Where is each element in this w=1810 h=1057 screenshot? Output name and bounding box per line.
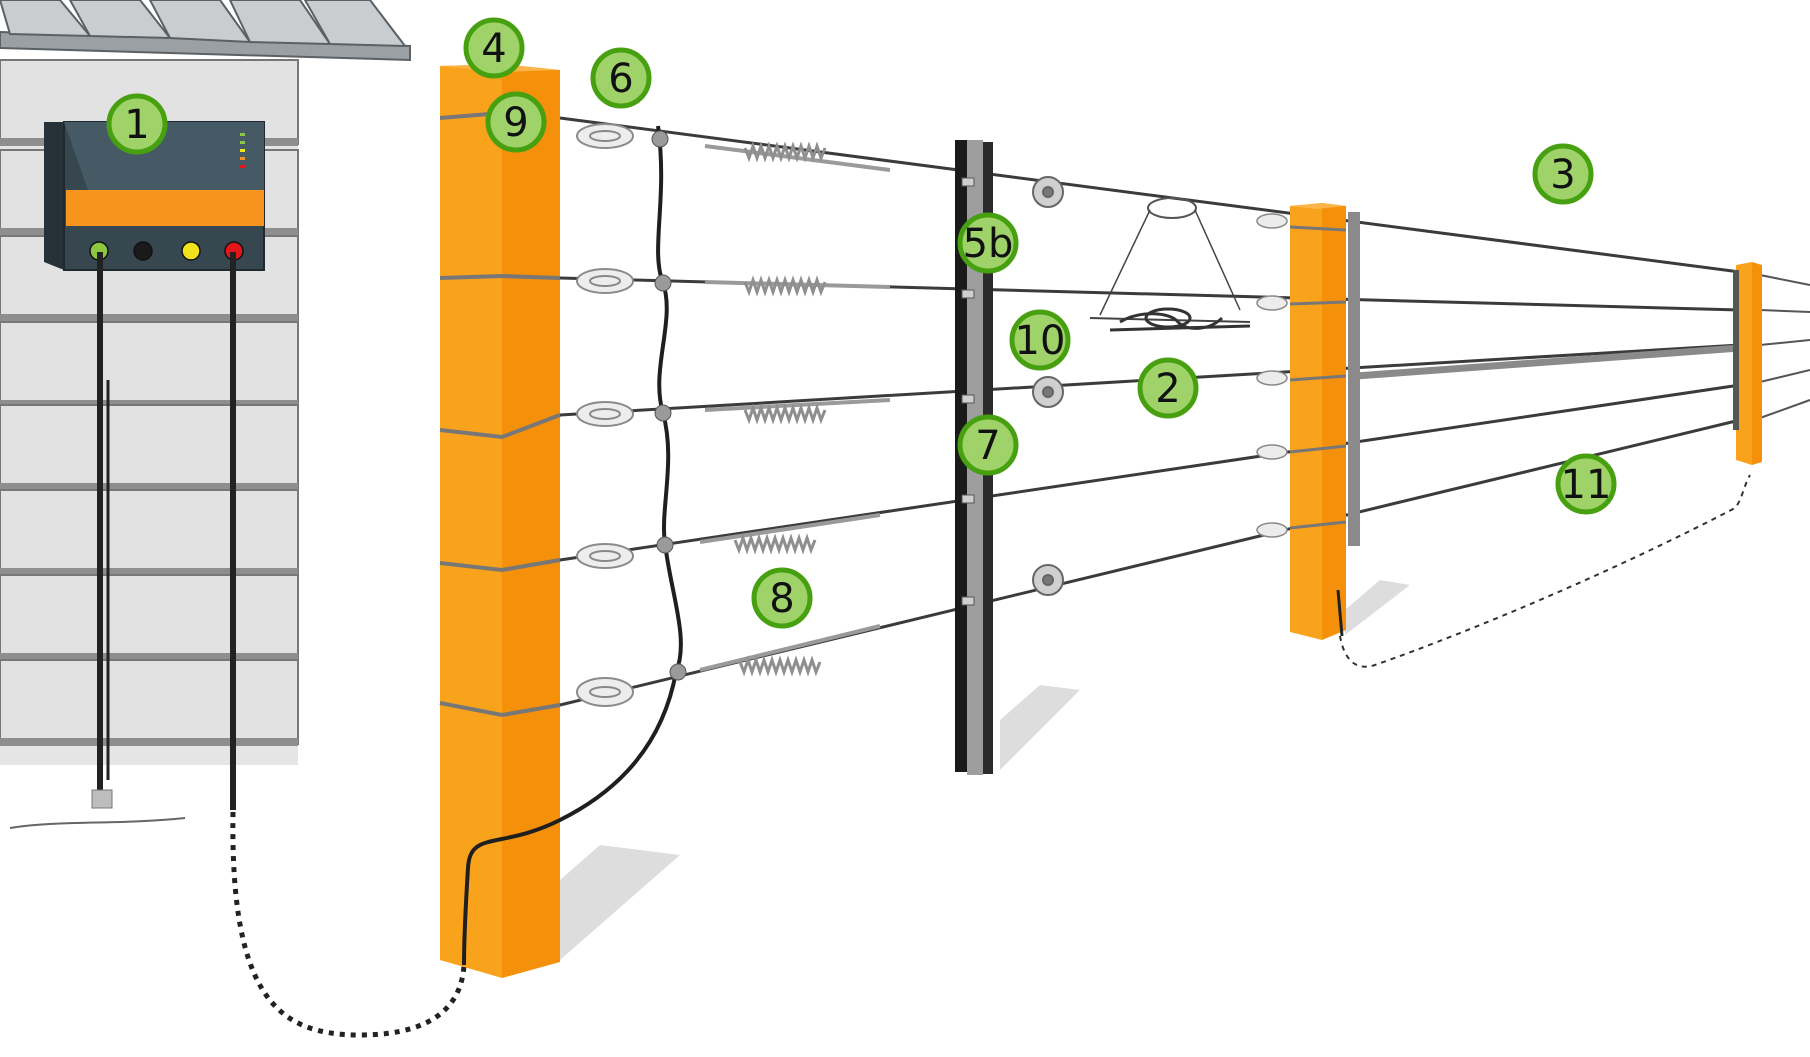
callout-end-post: 4 [463, 17, 525, 79]
led-indicators [89, 241, 244, 261]
end-post [439, 64, 561, 978]
callout-number: 7 [975, 423, 1000, 469]
callout-number: 11 [1561, 462, 1612, 508]
callout-number: 3 [1550, 152, 1575, 198]
ground-return-wire [1339, 474, 1751, 668]
brace-rod [1355, 344, 1741, 380]
callout-number: 2 [1155, 366, 1180, 412]
callout-number: 6 [608, 56, 633, 102]
callout-wire-top: 9 [485, 91, 547, 153]
callout-number: 8 [769, 576, 794, 622]
plank-gap [0, 314, 298, 322]
plank-gap [0, 483, 298, 491]
knot-detail [1089, 197, 1251, 332]
led-1 [133, 241, 153, 261]
callout-number: 10 [1015, 318, 1066, 364]
callout-insulator: 6 [590, 47, 652, 109]
led-2 [181, 241, 201, 261]
plank-gap [0, 738, 298, 746]
wall-plank [0, 574, 299, 660]
callout-wire: 2 [1137, 357, 1199, 419]
level-meter [240, 133, 245, 168]
corner-post [1256, 203, 1360, 640]
wall-plank [0, 404, 299, 490]
callout-number: 9 [503, 100, 528, 146]
callout-energizer: 1 [106, 93, 168, 155]
plank-gap [0, 653, 298, 661]
wire-strainers [1032, 176, 1064, 596]
fence-lead [230, 252, 467, 1038]
wall-plank [0, 321, 299, 407]
callout-ground-return: 11 [1555, 453, 1617, 515]
building-wall [0, 0, 411, 765]
callout-line-post: 5b [957, 212, 1019, 274]
callout-number: 5b [963, 221, 1014, 267]
callout-post-body: 7 [957, 414, 1019, 476]
jumper-cable [462, 125, 687, 966]
wall-plank [0, 659, 299, 745]
ground-lead [9, 252, 186, 829]
roof [0, 0, 411, 62]
callout-knot: 10 [1009, 309, 1071, 371]
far-post [1733, 262, 1762, 465]
wire-hardware [576, 123, 891, 707]
plank-gap [0, 568, 298, 576]
callout-number: 4 [481, 26, 506, 72]
wall-plank [0, 489, 299, 575]
callout-fence-run: 3 [1532, 143, 1594, 205]
callout-tensioner: 8 [751, 567, 813, 629]
callout-number: 1 [124, 102, 149, 148]
